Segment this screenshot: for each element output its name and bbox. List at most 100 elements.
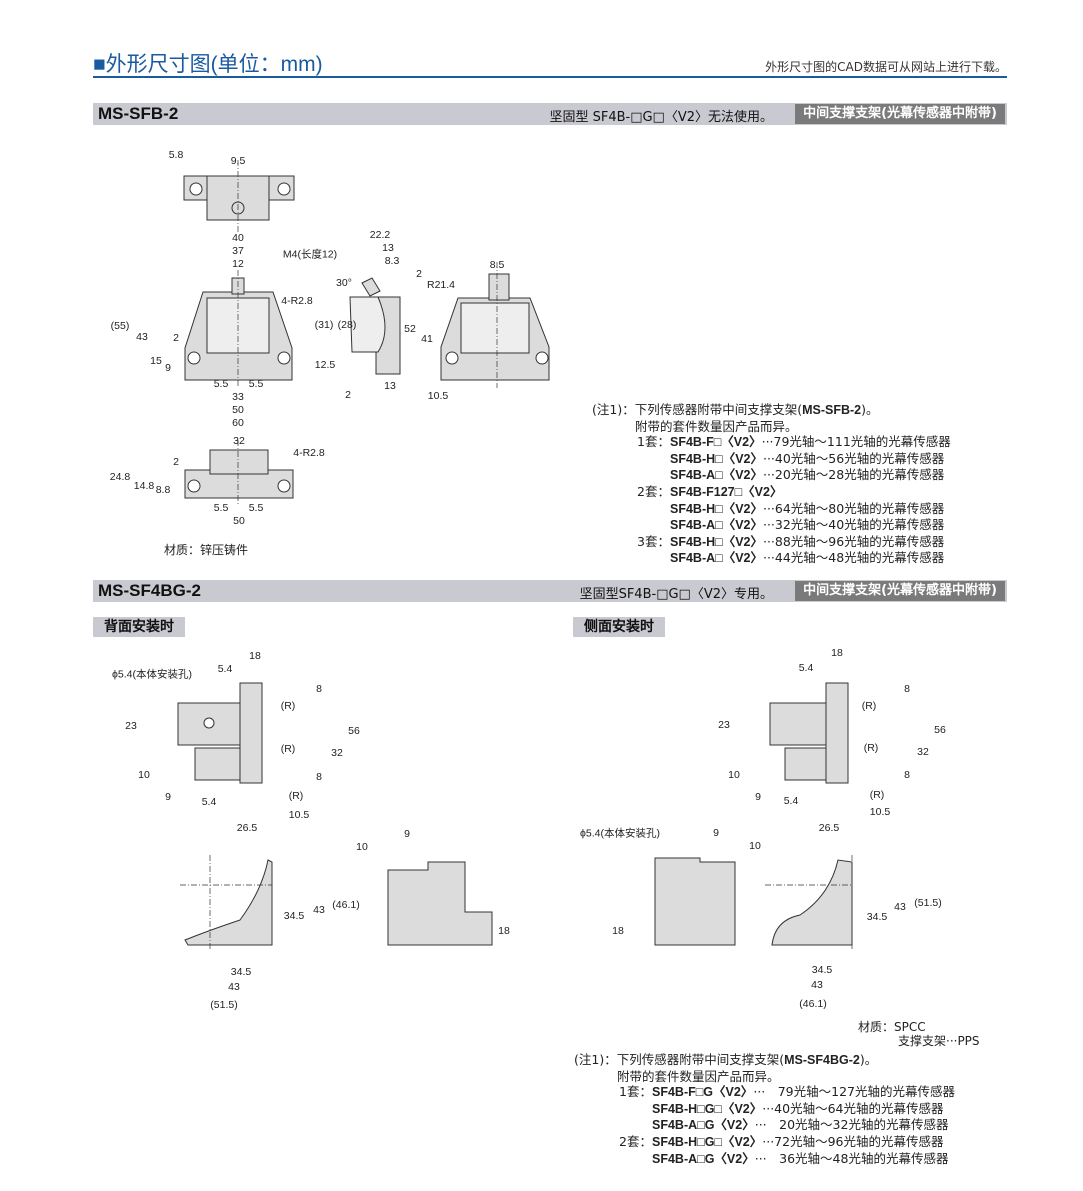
dimension-label: 9 xyxy=(165,362,171,374)
compatibility-note: 坚固型SF4B-□G□〈V2〉专用。 xyxy=(579,587,773,602)
note-row: SF4B-A□〈V2〉···44光轴～48光轴的光幕传感器 xyxy=(592,550,951,567)
dimension-label: 52 xyxy=(404,323,416,335)
set-count: 2套： xyxy=(619,1133,652,1149)
dimension-label: M4(长度12) xyxy=(282,248,338,261)
dimension-label: 8 xyxy=(904,683,910,695)
sensor-model: SF4B-A□〈V2〉 xyxy=(670,468,763,483)
dimension-label: 9 xyxy=(404,828,410,840)
dimension-label: 43 xyxy=(228,981,240,993)
dimension-label: 9.5 xyxy=(230,155,246,167)
dimension-label: (55) xyxy=(110,320,130,332)
back-mount-side-profile xyxy=(184,859,273,946)
dimension-label: 8.5 xyxy=(489,259,505,271)
sensor-model: SF4B-A□〈V2〉 xyxy=(670,518,763,533)
sensor-range: ···40光轴～56光轴的光幕传感器 xyxy=(762,450,945,466)
dimension-label: 10.5 xyxy=(869,806,891,818)
sensor-model: SF4B-F□G〈V2〉 xyxy=(652,1085,754,1100)
included-badge: 中间支撑支架(光幕传感器中附带) xyxy=(795,581,1005,601)
dimension-label: 37 xyxy=(232,245,244,257)
set-count: 1套： xyxy=(637,434,670,450)
dimension-label: 5.5 xyxy=(213,378,229,390)
note-row: 1套：SF4B-F□G〈V2〉··· 79光轴～127光轴的光幕传感器 xyxy=(574,1084,955,1101)
dimension-label: R21.4 xyxy=(426,279,456,291)
dimension-label: 22.2 xyxy=(369,229,391,241)
dimension-label: 18 xyxy=(831,647,843,659)
dimension-label: 8 xyxy=(316,771,322,783)
note-section2: (注1)：下列传感器附带中间支撑支架(MS-SF4BG-2)。 附带的套件数量因… xyxy=(574,1052,955,1167)
dimension-label: 50 xyxy=(232,404,244,416)
dimension-label: 56 xyxy=(348,725,360,737)
dimension-label: 10 xyxy=(728,769,740,781)
dimension-label: 8.3 xyxy=(384,255,400,267)
dimension-label: (46.1) xyxy=(799,998,827,1010)
dimension-label: 13 xyxy=(384,380,396,392)
dimension-label: 60 xyxy=(232,417,244,429)
dimension-label: 43 xyxy=(136,331,148,343)
dimension-label: 34.5 xyxy=(866,911,888,923)
dimension-label: 5.8 xyxy=(168,149,184,161)
dimension-label: 32 xyxy=(917,746,929,758)
dimension-label: 18 xyxy=(249,650,261,662)
sensor-range: ···88光轴～96光轴的光幕传感器 xyxy=(762,533,945,549)
section-bar-ms-sfb-2: MS-SFB-2 坚固型 SF4B-□G□〈V2〉无法使用。 中间支撑支架(光幕… xyxy=(93,103,1007,125)
sensor-range: ···44光轴～48光轴的光幕传感器 xyxy=(762,550,945,566)
dimension-label: 56 xyxy=(934,724,946,736)
dimension-label: 5.4 xyxy=(798,662,814,674)
note-row: 3套：SF4B-H□〈V2〉···88光轴～96光轴的光幕传感器 xyxy=(592,534,951,551)
sensor-range: ···20光轴～28光轴的光幕传感器 xyxy=(762,467,945,483)
sensor-model: SF4B-H□〈V2〉 xyxy=(670,534,763,549)
dimension-label: 15 xyxy=(150,355,162,367)
note-lead: (注1)： xyxy=(574,1052,617,1067)
sensor-model: SF4B-A□G〈V2〉 xyxy=(652,1151,755,1166)
dimension-label: 10 xyxy=(356,841,368,853)
dimension-label: 43 xyxy=(894,901,906,913)
title-divider xyxy=(93,76,1007,78)
dimension-label: (R) xyxy=(288,790,304,802)
dimension-label: 9 xyxy=(713,827,719,839)
dimension-label: 30° xyxy=(336,277,352,289)
dimension-label: 10.5 xyxy=(288,809,310,821)
dimension-label: 10 xyxy=(138,769,150,781)
dimension-label: 5.4 xyxy=(201,796,217,808)
note-model: MS-SFB-2 xyxy=(802,403,862,417)
dimension-label: 5.5 xyxy=(248,502,264,514)
dimension-label: (51.5) xyxy=(210,999,238,1011)
set-count: 2套： xyxy=(637,483,670,499)
dimension-label: 2 xyxy=(173,332,179,344)
cad-download-note: 外形尺寸图的CAD数据可从网站上进行下载。 xyxy=(765,60,1007,74)
dimension-label: 9 xyxy=(165,791,171,803)
page-title: ■外形尺寸图(单位：mm) xyxy=(93,53,323,76)
sensor-range: ···64光轴～80光轴的光幕传感器 xyxy=(762,500,945,516)
sensor-model: SF4B-F127□〈V2〉 xyxy=(670,484,783,499)
sensor-model: SF4B-H□〈V2〉 xyxy=(670,501,763,516)
note-row: SF4B-A□G〈V2〉··· 36光轴～48光轴的光幕传感器 xyxy=(574,1151,955,1168)
dimension-label: 4-R2.8 xyxy=(281,295,313,307)
sensor-model: SF4B-H□G□〈V2〉 xyxy=(652,1101,763,1116)
material-label: 材质：锌压铸件 xyxy=(164,543,249,557)
dimension-label: 10 xyxy=(749,840,761,852)
note-model: MS-SF4BG-2 xyxy=(784,1053,860,1067)
note-row: SF4B-H□〈V2〉···40光轴～56光轴的光幕传感器 xyxy=(592,451,951,468)
label-side-mount: 侧面安装时 xyxy=(573,617,665,637)
note-text: )。 xyxy=(861,402,879,417)
sensor-range: ···40光轴～64光轴的光幕传感器 xyxy=(762,1100,944,1116)
dimension-label: 2 xyxy=(416,268,422,280)
dimension-label: (46.1) xyxy=(332,899,360,911)
side-mount-front xyxy=(654,857,736,946)
dimension-label: ϕ5.4(本体安装孔) xyxy=(112,668,192,681)
note-section1: (注1)：下列传感器附带中间支撑支架(MS-SFB-2)。 附带的套件数量因产品… xyxy=(592,402,951,567)
dimension-label: 23 xyxy=(125,720,137,732)
note-text: 下列传感器附带中间支撑支架( xyxy=(616,1052,785,1067)
sensor-range: ···32光轴～40光轴的光幕传感器 xyxy=(762,517,945,533)
dimension-label: 34.5 xyxy=(283,910,305,922)
section-bar-ms-sf4bg-2: MS-SF4BG-2 坚固型SF4B-□G□〈V2〉专用。 中间支撑支架(光幕传… xyxy=(93,580,1007,602)
dimension-label: 14.8 xyxy=(133,480,155,492)
note-row: SF4B-H□G□〈V2〉···40光轴～64光轴的光幕传感器 xyxy=(574,1101,955,1118)
dimension-label: 12.5 xyxy=(314,359,336,371)
note-row: SF4B-H□〈V2〉···64光轴～80光轴的光幕传感器 xyxy=(592,501,951,518)
dimension-label: (R) xyxy=(280,700,296,712)
dimension-label: 8 xyxy=(904,769,910,781)
dimension-label: 9 xyxy=(755,791,761,803)
note-row: SF4B-A□〈V2〉···20光轴～28光轴的光幕传感器 xyxy=(592,467,951,484)
